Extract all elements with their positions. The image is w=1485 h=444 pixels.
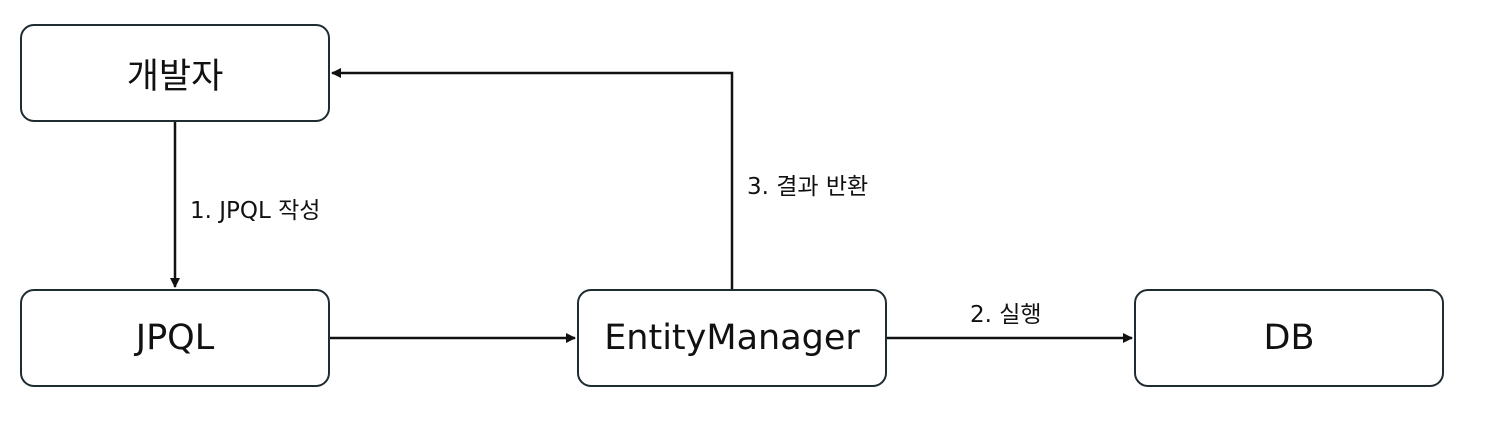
return-result-edge-label: 3. 결과 반환 xyxy=(747,174,869,200)
developer-label: 개발자 xyxy=(126,56,224,97)
entitymanager-label: EntityManager xyxy=(604,318,860,358)
write-jpql-edge-label: 1. JPQL 작성 xyxy=(190,198,321,224)
arrow-entitymanager-to-developer xyxy=(331,68,734,289)
developer-node: 개발자 xyxy=(20,24,330,122)
db-node: DB xyxy=(1134,289,1444,387)
execute-edge-label: 2. 실행 xyxy=(970,302,1042,328)
entitymanager-node: EntityManager xyxy=(577,289,887,387)
db-label: DB xyxy=(1263,318,1315,358)
jpql-label: JPQL xyxy=(135,318,215,358)
jpql-node: JPQL xyxy=(20,289,330,387)
